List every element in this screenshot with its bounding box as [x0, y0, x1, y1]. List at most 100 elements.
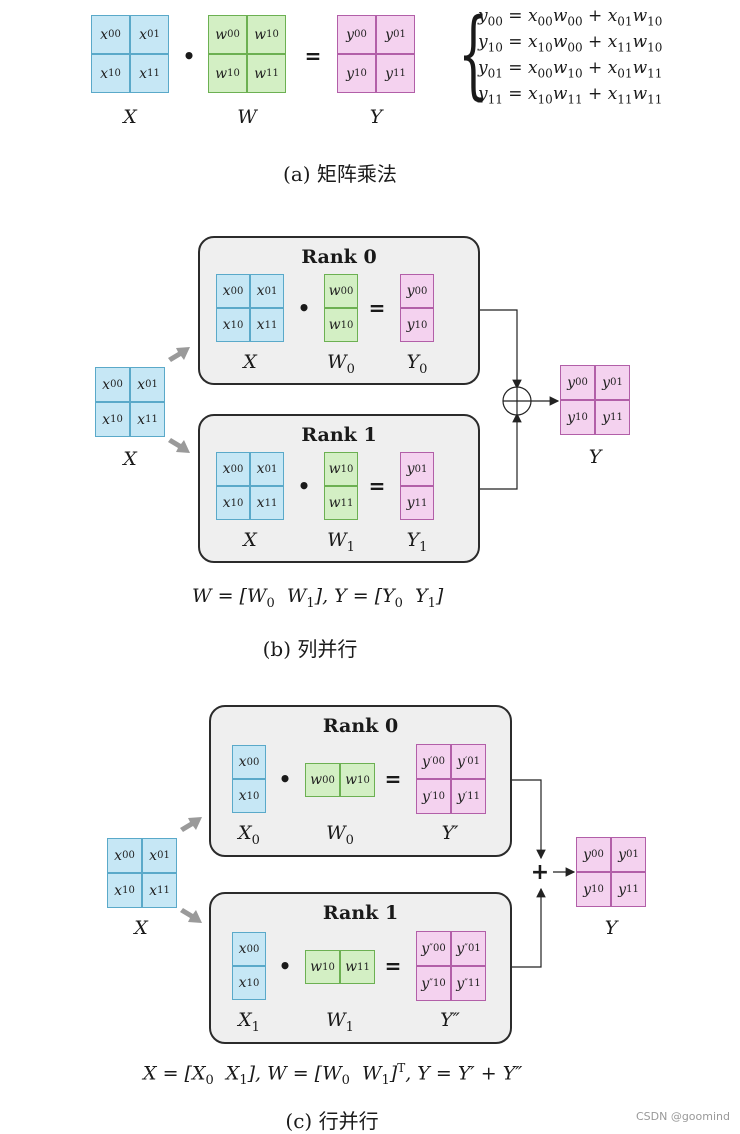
- a-equation-line: y00 = x00w00 + x01w10: [478, 6, 663, 29]
- a-equation-line: y10 = x10w00 + x11w10: [478, 32, 663, 55]
- a-equations-brace: {: [458, 0, 489, 110]
- a-label-x: X: [123, 106, 137, 128]
- b-rank1-label-w: W1: [327, 529, 355, 555]
- c-rank1-title: Rank 1: [322, 902, 399, 924]
- c-rank1-label-y: Y″: [440, 1009, 460, 1031]
- b-fat-arrow-down: [168, 438, 190, 453]
- a-equation-line: y01 = x00w10 + x01w11: [478, 58, 663, 81]
- b-rank0-title: Rank 0: [301, 246, 377, 268]
- matrix-cell: y″11: [451, 966, 486, 1001]
- c-output-label: Y: [604, 917, 618, 939]
- b-rank0-connector: [480, 309, 522, 390]
- c-rank0-label-w: W0: [326, 822, 354, 848]
- b-concat-circle: [502, 386, 532, 416]
- c-rank1-connector: [512, 887, 546, 968]
- c-fat-arrow-up: [180, 817, 202, 832]
- b-rank0-label-x: X: [243, 351, 257, 373]
- a-equals-operator: =: [304, 44, 322, 68]
- b-caption: (b) 列并行: [262, 637, 358, 661]
- b-rank1-dot: •: [297, 474, 311, 498]
- matrix-cell: y″10: [416, 966, 451, 1001]
- c-rank0-title: Rank 0: [322, 715, 399, 737]
- a-caption: (a) 矩阵乘法: [283, 162, 397, 186]
- b-rank1-connector: [480, 412, 522, 490]
- b-input-label: X: [123, 448, 137, 470]
- c-formula: X = [X0 X1], W = [W0 W1]T, Y = Y′ + Y″: [143, 1061, 523, 1089]
- c-rank1-dot: •: [278, 954, 292, 978]
- b-rank0-dot: •: [297, 296, 311, 320]
- a-equation-line: y11 = x10w11 + x11w11: [478, 84, 663, 107]
- c-input-label: X: [134, 917, 148, 939]
- matrix-cell: y″01: [451, 931, 486, 966]
- matrix-cell: y″00: [416, 931, 451, 966]
- b-rank1-label-y: Y1: [406, 529, 428, 555]
- b-fat-arrow-up: [168, 347, 190, 362]
- b-rank0-label-w: W0: [327, 351, 355, 377]
- b-rank1-equals: =: [368, 474, 386, 498]
- a-label-w: W: [237, 106, 257, 128]
- c-rank0-label-x: X0: [238, 822, 260, 848]
- matrix-cell: y′10: [416, 779, 451, 814]
- b-formula: W = [W0 W1], Y = [Y0 Y1]: [192, 585, 444, 611]
- matrix-cell: y′00: [416, 744, 451, 779]
- b-rank0-equals: =: [368, 296, 386, 320]
- c-plus-operator: +: [530, 860, 550, 885]
- c-rank0-connector: [512, 779, 546, 860]
- c-rank0-equals: =: [384, 767, 402, 791]
- b-rank1-title: Rank 1: [301, 424, 377, 446]
- a-dot-operator: •: [182, 44, 196, 68]
- watermark: CSDN @goomind: [635, 1110, 730, 1123]
